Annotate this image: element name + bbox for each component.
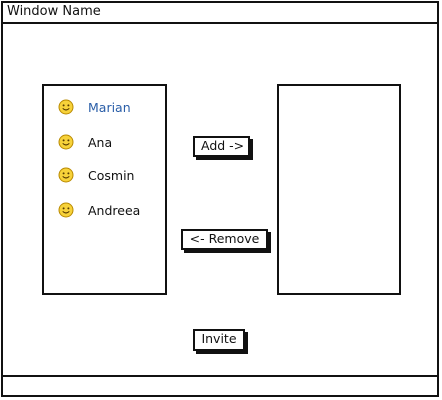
user-name: Cosmin bbox=[88, 167, 135, 183]
user-name: Ana bbox=[88, 134, 113, 150]
invited-users-list[interactable] bbox=[277, 84, 401, 295]
smiley-icon bbox=[58, 99, 74, 115]
smiley-icon bbox=[58, 134, 74, 150]
list-item[interactable]: Andreea bbox=[58, 200, 140, 220]
list-item[interactable]: Cosmin bbox=[58, 165, 134, 185]
list-item[interactable]: Marian bbox=[58, 97, 131, 117]
invite-button[interactable]: Invite bbox=[193, 329, 245, 351]
list-item[interactable]: Ana bbox=[58, 132, 112, 152]
title-bar: Window Name bbox=[3, 3, 437, 24]
available-users-list[interactable]: Marian Ana Cosmin bbox=[42, 84, 167, 295]
remove-button[interactable]: <- Remove bbox=[181, 229, 268, 250]
user-name: Andreea bbox=[88, 202, 141, 218]
status-bar bbox=[3, 375, 437, 395]
smiley-icon bbox=[58, 167, 74, 183]
smiley-icon bbox=[58, 202, 74, 218]
user-name: Marian bbox=[88, 99, 131, 115]
add-button[interactable]: Add -> bbox=[193, 136, 250, 157]
window-title: Window Name bbox=[7, 4, 101, 19]
